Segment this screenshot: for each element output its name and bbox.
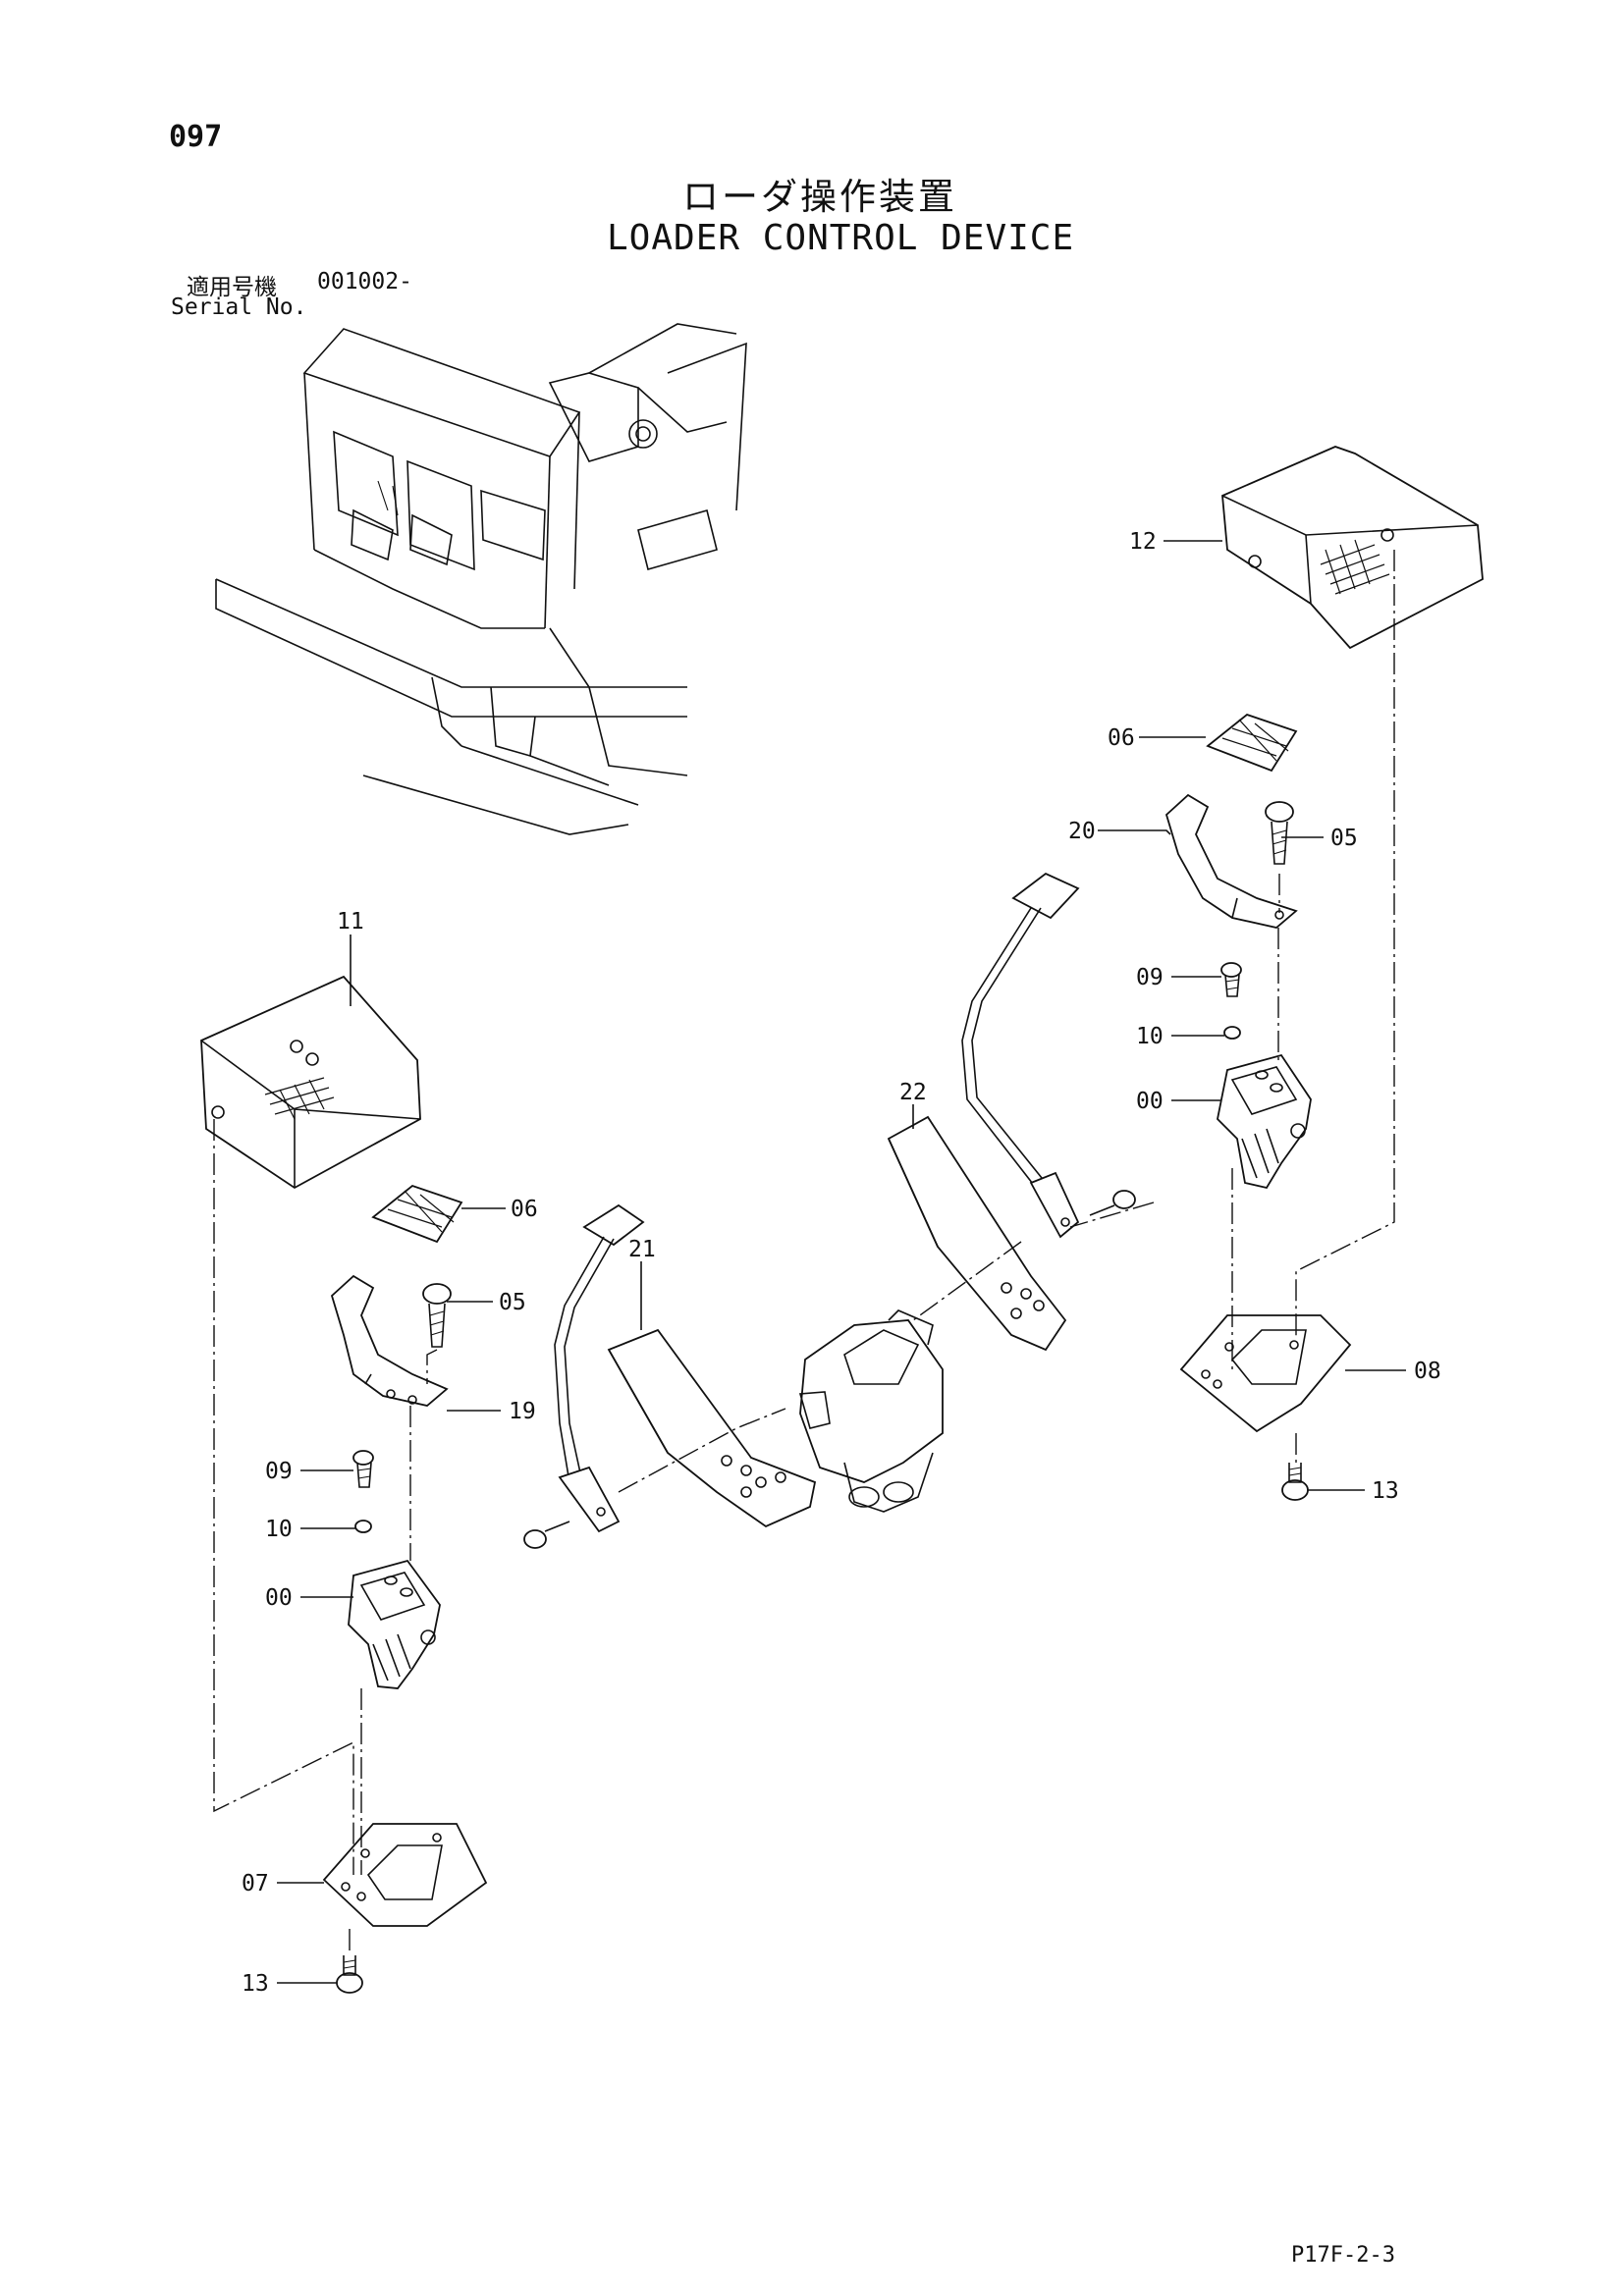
part-05-right-bolt (1265, 801, 1294, 865)
part-10-right-washer (1223, 1026, 1241, 1040)
part-11-left-cover (200, 975, 421, 1190)
part-22-right-pedal (887, 872, 1080, 1352)
callout-05-right: 05 (1330, 826, 1358, 851)
callout-12: 12 (1129, 529, 1157, 555)
serial-label-japanese: 適用号機 (187, 275, 277, 300)
callout-09-left: 09 (265, 1459, 293, 1484)
part-06-right-pedal-pad (1206, 713, 1298, 773)
callout-19: 19 (509, 1399, 536, 1424)
title-english: LOADER CONTROL DEVICE (607, 218, 1075, 258)
serial-number-value: 001002- (317, 269, 412, 294)
part-07-left-base-plate (322, 1823, 488, 1927)
part-05-left-bolt (422, 1283, 452, 1348)
part-09-left-screw (352, 1450, 374, 1488)
callout-07: 07 (242, 1871, 269, 1896)
callout-13-left: 13 (242, 1971, 269, 1997)
part-00-right-pilot-valve (1217, 1053, 1312, 1190)
machine-overview-illustration (215, 323, 747, 835)
callout-22: 22 (899, 1080, 927, 1105)
callout-05-left: 05 (499, 1290, 526, 1315)
callout-21: 21 (628, 1237, 656, 1262)
callout-06-right: 06 (1108, 725, 1135, 751)
part-08-right-base-plate (1179, 1314, 1352, 1433)
callout-08: 08 (1414, 1359, 1441, 1384)
part-10-left-washer (354, 1520, 372, 1533)
callout-10-left: 10 (265, 1517, 293, 1542)
part-12-right-cover (1221, 446, 1484, 650)
part-19-left-pedal-bracket (330, 1274, 449, 1407)
part-left-lever-bolt (523, 1521, 570, 1549)
part-09-right-screw (1220, 962, 1242, 997)
callout-00-left: 00 (265, 1585, 293, 1611)
part-right-lever-bolt (1089, 1190, 1136, 1216)
callout-00-right: 00 (1136, 1089, 1164, 1114)
callout-leader-lines (277, 540, 1406, 1984)
part-20-right-pedal-bracket (1164, 793, 1298, 929)
part-21-left-pedal (554, 1203, 817, 1533)
part-00-left-pilot-valve (348, 1559, 441, 1689)
part-center-pilot-valve-body (798, 1309, 944, 1513)
callout-13-right: 13 (1372, 1478, 1399, 1504)
callout-labels: 12 06 20 05 09 10 00 08 13 11 06 05 19 2… (242, 529, 1441, 1997)
title-japanese: ローダ操作装置 (682, 176, 957, 218)
part-06-left-pedal-pad (371, 1184, 463, 1244)
serial-label-english: Serial No. (171, 294, 307, 320)
part-13-left-bolt (336, 1955, 363, 1994)
callout-11: 11 (337, 909, 364, 934)
page-number: 097 (169, 120, 223, 154)
assembly-centerlines (213, 550, 1395, 1955)
footer-page-code: P17F-2-3 (1291, 2243, 1395, 2268)
callout-09-right: 09 (1136, 965, 1164, 990)
callout-20: 20 (1068, 819, 1096, 844)
callout-06-left: 06 (511, 1197, 538, 1222)
part-13-right-bolt (1281, 1463, 1309, 1501)
callout-10-right: 10 (1136, 1024, 1164, 1049)
